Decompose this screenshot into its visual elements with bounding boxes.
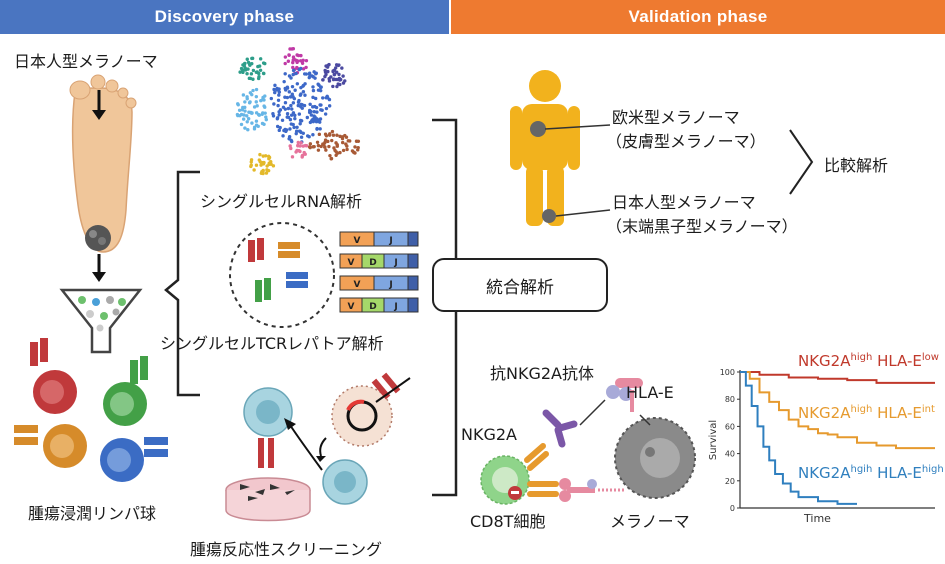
melanoma-cell-icon bbox=[614, 417, 696, 499]
tcr-pair-green-icon bbox=[255, 278, 271, 302]
y-tick-label: 0 bbox=[730, 504, 735, 513]
lymphocyte-red-icon bbox=[30, 338, 77, 414]
vdj-segment-j: J bbox=[373, 231, 409, 247]
svg-text:J: J bbox=[388, 236, 392, 246]
cd8-t-cell-icon bbox=[480, 443, 559, 505]
svg-text:V: V bbox=[348, 258, 355, 268]
japanese-melanoma-label: 日本人型メラノーマ bbox=[14, 52, 158, 71]
svg-text:J: J bbox=[388, 280, 392, 290]
y-axis-label: Survival bbox=[708, 420, 719, 460]
japanese-melanoma-validation-label: 日本人型メラノーマ bbox=[612, 193, 756, 212]
svg-text:D: D bbox=[369, 258, 376, 268]
y-tick-label: 40 bbox=[725, 450, 735, 459]
integrated-analysis-box: 統合解析 bbox=[432, 258, 608, 312]
vdj-segment-v: V bbox=[339, 231, 375, 247]
til-label: 腫瘍浸潤リンパ球 bbox=[28, 504, 157, 523]
screening-label: 腫瘍反応性スクリーニング bbox=[190, 540, 383, 559]
tcr-cells-circle bbox=[229, 222, 335, 328]
legend-entry: NKG2Ahigh HLA-Elow bbox=[798, 352, 939, 370]
validation-phase-header: Validation phase bbox=[451, 0, 945, 34]
tcr-repertoire-label: シングルセルTCRレパトア解析 bbox=[160, 334, 384, 353]
cutaneous-melanoma-label: （皮膚型メラノーマ） bbox=[606, 132, 766, 151]
y-tick-label: 60 bbox=[725, 422, 735, 431]
x-axis-label: Time bbox=[803, 512, 831, 525]
comparative-analysis-label: 比較解析 bbox=[824, 156, 889, 175]
svg-text:J: J bbox=[393, 302, 397, 312]
vdj-segment-v: V bbox=[339, 297, 363, 313]
human-figure-icon bbox=[510, 70, 611, 226]
vdj-segment-d: D bbox=[361, 297, 385, 313]
svg-text:J: J bbox=[393, 258, 397, 268]
lymphocyte-orange-icon bbox=[14, 424, 87, 468]
svg-text:D: D bbox=[369, 302, 376, 312]
y-tick-label: 100 bbox=[720, 368, 735, 377]
funnel-icon bbox=[59, 288, 143, 354]
lymphocyte-blue-icon bbox=[100, 437, 168, 482]
left-brace bbox=[164, 170, 200, 397]
acral-melanoma-label: （末端黒子型メラノーマ） bbox=[606, 217, 798, 236]
vdj-segment-v: V bbox=[339, 275, 375, 291]
scrna-label: シングルセルRNA解析 bbox=[200, 192, 363, 211]
nkg2a-label: NKG2A bbox=[461, 425, 517, 444]
vdj-segment-j: J bbox=[373, 275, 409, 291]
arrow-down-icon bbox=[92, 272, 106, 282]
tcr-pair-orange-icon bbox=[278, 242, 300, 258]
y-tick-label: 20 bbox=[725, 477, 735, 486]
cd8-t-cell-label: CD8T細胞 bbox=[470, 512, 546, 531]
compare-brace bbox=[789, 129, 814, 195]
vdj-segment-j: J bbox=[383, 253, 409, 269]
hla-e-molecule-icon bbox=[606, 378, 643, 412]
vdj-segment-d: D bbox=[361, 253, 385, 269]
foot-illustration bbox=[69, 74, 137, 253]
hla-e-label: HLA-E bbox=[626, 383, 674, 402]
anti-nkg2a-antibody-label: 抗NKG2A抗体 bbox=[490, 364, 594, 383]
survival-curve-2 bbox=[740, 371, 857, 505]
tcr-pair-red-icon bbox=[248, 238, 264, 262]
vdj-segment-v: V bbox=[339, 253, 363, 269]
tumor-lesion-icon bbox=[85, 225, 111, 251]
survival-curve-0 bbox=[740, 371, 935, 384]
western-melanoma-label: 欧米型メラノーマ bbox=[612, 108, 740, 127]
svg-text:V: V bbox=[354, 236, 361, 246]
tcr-pair-blue-icon bbox=[286, 272, 308, 288]
discovery-phase-header: Discovery phase bbox=[0, 0, 449, 34]
legend-entry: NKG2Ahgih HLA-Ehigh bbox=[798, 464, 944, 482]
y-tick-label: 80 bbox=[725, 395, 735, 404]
umap-scatter-plot bbox=[235, 47, 361, 176]
lymphocyte-green-icon bbox=[103, 356, 148, 426]
svg-text:V: V bbox=[354, 280, 361, 290]
legend-entry: NKG2Ahigh HLA-Eint bbox=[798, 404, 935, 422]
melanoma-cell-label: メラノーマ bbox=[610, 512, 690, 531]
vdj-segment-j: J bbox=[383, 297, 409, 313]
svg-text:V: V bbox=[348, 302, 355, 312]
screening-illustration bbox=[225, 372, 411, 522]
antibody-icon bbox=[542, 409, 578, 448]
survival-curve-1 bbox=[740, 371, 935, 450]
vdj-segments: V J V D J V J V D J bbox=[339, 231, 419, 313]
